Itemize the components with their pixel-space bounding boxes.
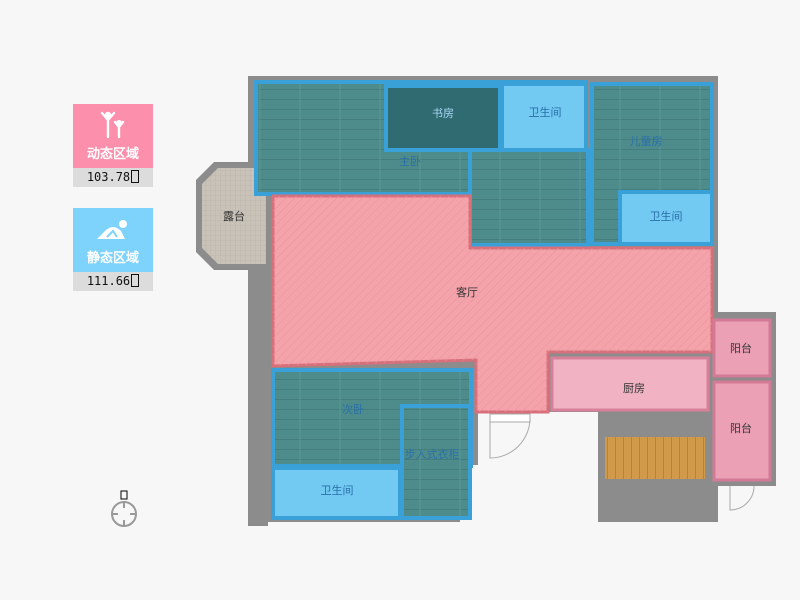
legend-dynamic-zone: 动态区域 103.78	[73, 104, 153, 187]
static-zone-label: 静态区域	[86, 251, 139, 266]
static-zone-value: 111.66	[86, 274, 131, 288]
living-room: 客厅	[271, 194, 714, 414]
walk-in-closet: 步入式衣柜	[400, 404, 472, 520]
room-label-walk-in-closet: 步入式衣柜	[405, 447, 460, 461]
dynamic-zone-area: 103.78	[73, 168, 153, 187]
room-label-kids-room: 儿童房	[630, 134, 663, 148]
static-zone-card: 静态区域	[73, 208, 153, 272]
entrance-door[interactable]	[489, 413, 531, 459]
static-zone-area: 111.66	[73, 272, 153, 291]
people-icon	[100, 111, 125, 139]
room-label-bath-top: 卫生间	[529, 105, 562, 119]
room-label-terrace: 露台	[223, 209, 245, 223]
room-label-bath-bottom: 卫生间	[321, 483, 354, 497]
bathroom-right: 卫生间	[618, 190, 714, 246]
dynamic-zone-value: 103.78	[86, 170, 131, 184]
room-label-master-bedroom: 主卧	[399, 155, 421, 168]
balcony-top: 阳台	[712, 318, 772, 378]
room-label-living: 客厅	[456, 285, 478, 299]
legend-static-zone: 静态区域 111.66	[73, 208, 153, 291]
study: 书房	[384, 84, 502, 152]
room-label-second-bedroom: 次卧	[342, 402, 364, 416]
room-label-balcony-top: 阳台	[730, 341, 752, 355]
bathroom-top: 卫生间	[500, 82, 588, 152]
terrace: 露台	[196, 162, 270, 270]
balcony-door[interactable]	[729, 485, 755, 511]
room-label-study: 书房	[432, 107, 454, 120]
room-label-kitchen: 厨房	[623, 382, 645, 395]
dynamic-zone-label: 动态区域	[86, 147, 139, 162]
balcony-bottom: 阳台	[712, 380, 772, 482]
kitchen: 厨房	[550, 356, 710, 412]
compass-icon	[111, 490, 137, 527]
dynamic-zone-card: 动态区域	[73, 104, 153, 168]
room-label-balcony-bottom: 阳台	[730, 421, 752, 435]
room-label-bath-right: 卫生间	[650, 209, 683, 223]
bathroom-bottom: 卫生间	[271, 466, 402, 520]
wood-deck	[605, 437, 705, 479]
resting-person-icon	[97, 220, 127, 239]
